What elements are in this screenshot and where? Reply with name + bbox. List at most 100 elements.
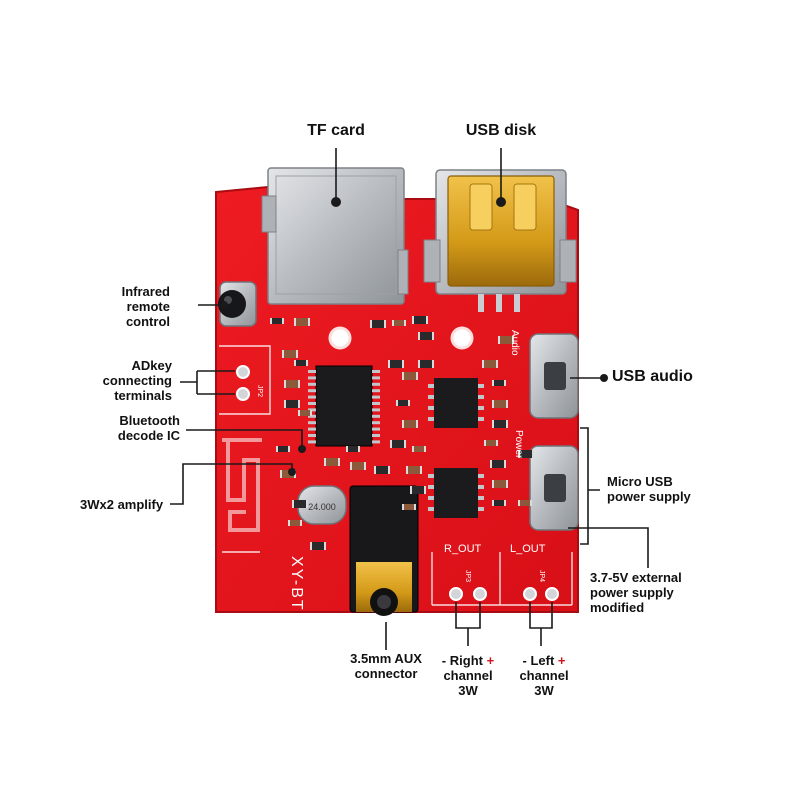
smd-terminal — [370, 320, 372, 328]
smd-terminal — [518, 500, 520, 506]
ic-pin — [308, 427, 316, 431]
smd-terminal — [276, 446, 278, 452]
label-micro-usb: Micro USB power supply — [607, 474, 691, 504]
smd-component — [290, 520, 300, 526]
label-adkey: ADkey connecting terminals — [80, 358, 172, 403]
smd-terminal — [300, 520, 302, 526]
smd-component — [500, 336, 512, 344]
smd-component — [494, 400, 506, 408]
smd-component — [404, 420, 416, 428]
smd-component — [392, 440, 404, 448]
smd-terminal — [404, 320, 406, 326]
power-silk: Power — [513, 430, 524, 459]
smd-component — [296, 318, 308, 326]
smd-terminal — [324, 458, 326, 466]
smd-component — [494, 380, 504, 386]
annotation-dots — [220, 197, 608, 476]
smd-terminal — [306, 360, 308, 366]
smd-component — [408, 466, 420, 474]
smd-terminal — [432, 360, 434, 368]
smd-terminal — [296, 350, 298, 358]
smd-component — [412, 486, 424, 494]
label-adkey-line2: connecting — [102, 373, 172, 388]
smd-component — [390, 360, 402, 368]
smd-terminal — [424, 486, 426, 494]
smd-terminal — [280, 470, 282, 478]
smd-terminal — [504, 460, 506, 468]
smd-terminal — [412, 316, 414, 324]
label-aux-line1: 3.5mm AUX — [350, 651, 422, 666]
right-minus-sign: - — [441, 653, 447, 668]
left-plus-sign: + — [557, 653, 566, 668]
amp-pin — [478, 384, 484, 388]
smd-component — [420, 360, 432, 368]
ic-pin — [308, 408, 316, 412]
l-out-silk: L_OUT — [510, 543, 546, 555]
amp-pin — [428, 496, 434, 500]
smd-terminal — [388, 466, 390, 474]
smd-terminal — [424, 446, 426, 452]
micro-usb-power-connector — [529, 445, 579, 531]
smd-component — [272, 318, 282, 324]
jp3-silk: JP3 — [464, 570, 471, 582]
ic-pin — [372, 414, 380, 418]
label-infrared-line3: control — [125, 314, 170, 329]
amp-pin — [428, 406, 434, 410]
usb-disk-port — [423, 169, 577, 312]
smd-component — [492, 460, 504, 468]
smd-terminal — [384, 320, 386, 328]
brand-silk: XY-BT — [288, 556, 305, 612]
jp4-silk: JP4 — [538, 570, 545, 582]
amp-pin — [478, 406, 484, 410]
r-out-silk: R_OUT — [444, 543, 482, 555]
smd-terminal — [498, 336, 500, 344]
smd-terminal — [308, 318, 310, 326]
smd-terminal — [506, 420, 508, 428]
amp-pin — [478, 395, 484, 399]
ir-receiver — [218, 281, 257, 327]
smd-terminal — [284, 380, 286, 388]
smd-terminal — [284, 400, 286, 408]
ic-pin — [308, 434, 316, 437]
amp-pin — [478, 474, 484, 478]
smd-component — [486, 440, 496, 446]
aux-jack — [349, 485, 419, 616]
smd-terminal — [294, 360, 296, 366]
smd-terminal — [530, 500, 532, 506]
label-external-power-line2: power supply — [590, 585, 674, 600]
label-bluetooth-line1: Bluetooth — [119, 413, 180, 428]
smd-terminal — [418, 360, 420, 368]
smd-terminal — [282, 350, 284, 358]
ic-pin — [372, 408, 380, 412]
smd-component — [398, 400, 408, 406]
svg-text:24.000: 24.000 — [308, 502, 336, 512]
label-external-power-line1: 3.7-5V external — [590, 570, 682, 585]
ic-pin — [308, 395, 316, 399]
ic-pin — [308, 370, 316, 373]
ic-pin — [372, 389, 380, 393]
smd-component — [326, 458, 338, 466]
amp-pin — [428, 395, 434, 399]
smd-component — [520, 500, 530, 506]
ic-pin — [372, 402, 380, 405]
mounting-hole-right — [450, 326, 474, 350]
left-channel-name: Left — [530, 653, 555, 668]
label-left-channel: - Left + channel 3W — [498, 653, 590, 698]
smd-component — [286, 400, 298, 408]
right-plus-sign: + — [486, 653, 495, 668]
amp-pin — [428, 384, 434, 388]
label-right-channel: - Right + channel 3W — [420, 653, 516, 698]
amp-pin — [428, 507, 434, 511]
amplifier-chip-2 — [434, 468, 478, 518]
smd-terminal — [482, 360, 484, 368]
smd-terminal — [346, 446, 348, 452]
smd-component — [286, 380, 298, 388]
smd-terminal — [492, 380, 494, 386]
smd-terminal — [490, 460, 492, 468]
smd-terminal — [324, 542, 326, 550]
smd-component — [394, 320, 404, 326]
smd-terminal — [506, 480, 508, 488]
label-infrared-line1: Infrared — [121, 284, 170, 299]
